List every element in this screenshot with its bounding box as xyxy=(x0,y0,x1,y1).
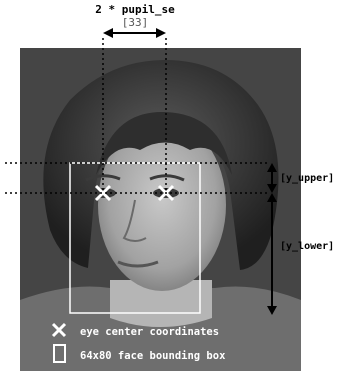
legend-eye-center-label: eye center coordinates xyxy=(80,326,219,338)
pupil-distance-label: 2 * pupil_se xyxy=(95,3,175,16)
face-photo xyxy=(20,48,301,371)
legend-bounding-box-label: 64x80 face bounding box xyxy=(80,350,226,362)
y-lower-label: [y_lower] xyxy=(280,241,334,252)
pupil-distance-arrow xyxy=(103,28,166,38)
y-upper-label: [y_upper] xyxy=(280,173,334,184)
pupil-distance-value: [33] xyxy=(122,16,149,29)
